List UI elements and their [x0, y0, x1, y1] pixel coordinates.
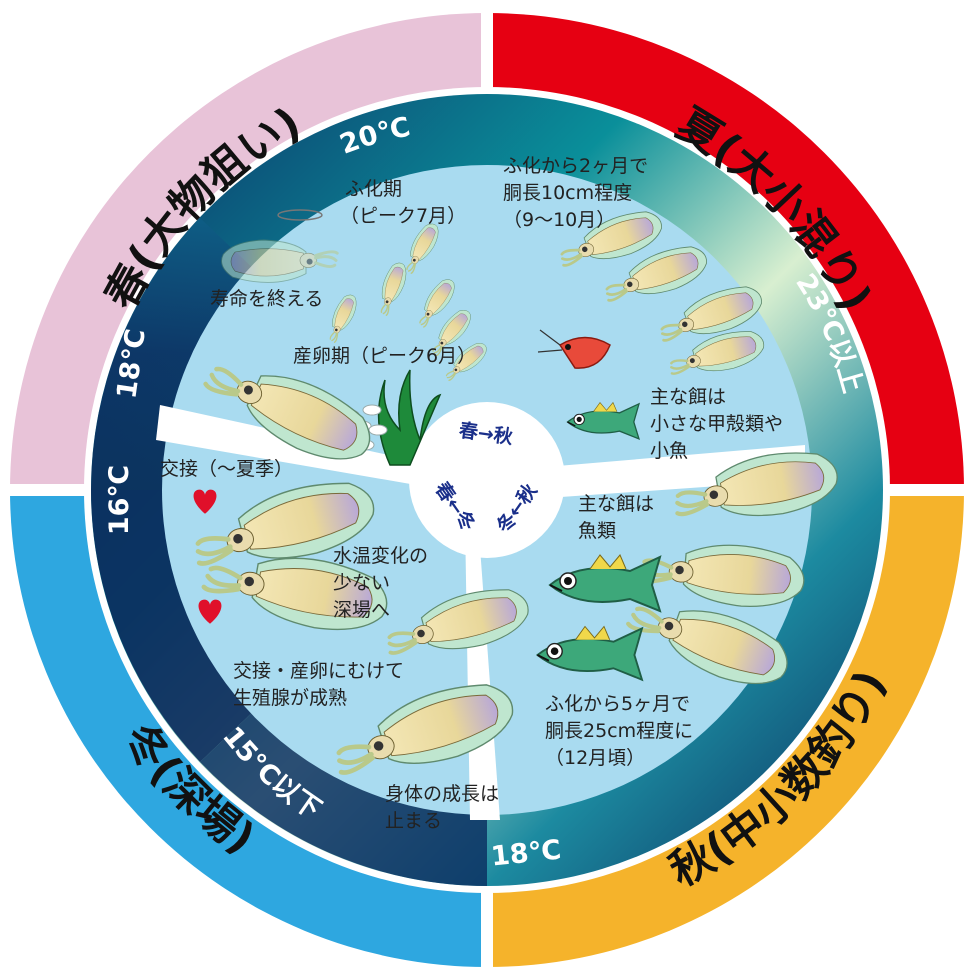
- hatch-period-label: ふ化期 （ピーク7月）: [340, 178, 466, 227]
- food-small-label: 主な餌は 小さな甲殻類や 小魚: [650, 386, 789, 462]
- life-end-label: 寿命を終える: [210, 288, 323, 310]
- center-circle: [409, 402, 565, 558]
- deep-water-label: 水温変化の 少ない 深場へ: [333, 545, 434, 621]
- temp-18-bottom: 18℃: [490, 834, 563, 872]
- five-months-label: ふ化から5ヶ月で 胴長25cm程度に （12月頃）: [545, 693, 699, 769]
- food-fish-label: 主な餌は 魚類: [578, 493, 660, 542]
- spawn-period-label: 産卵期（ピーク6月）: [293, 345, 476, 367]
- mating-label: 交接（〜夏季）: [160, 458, 293, 480]
- growth-stop-label: 身体の成長は 止まる: [385, 783, 505, 832]
- maturing-label: 交接・産卵にむけて 生殖腺が成熟: [233, 660, 410, 709]
- shrimp-icon: [537, 329, 611, 369]
- seaweed-icon: [377, 369, 442, 466]
- temp-16: 16℃: [104, 465, 135, 535]
- two-months-label: ふ化から2ヶ月で 胴長10cm程度 （9〜10月）: [503, 155, 654, 231]
